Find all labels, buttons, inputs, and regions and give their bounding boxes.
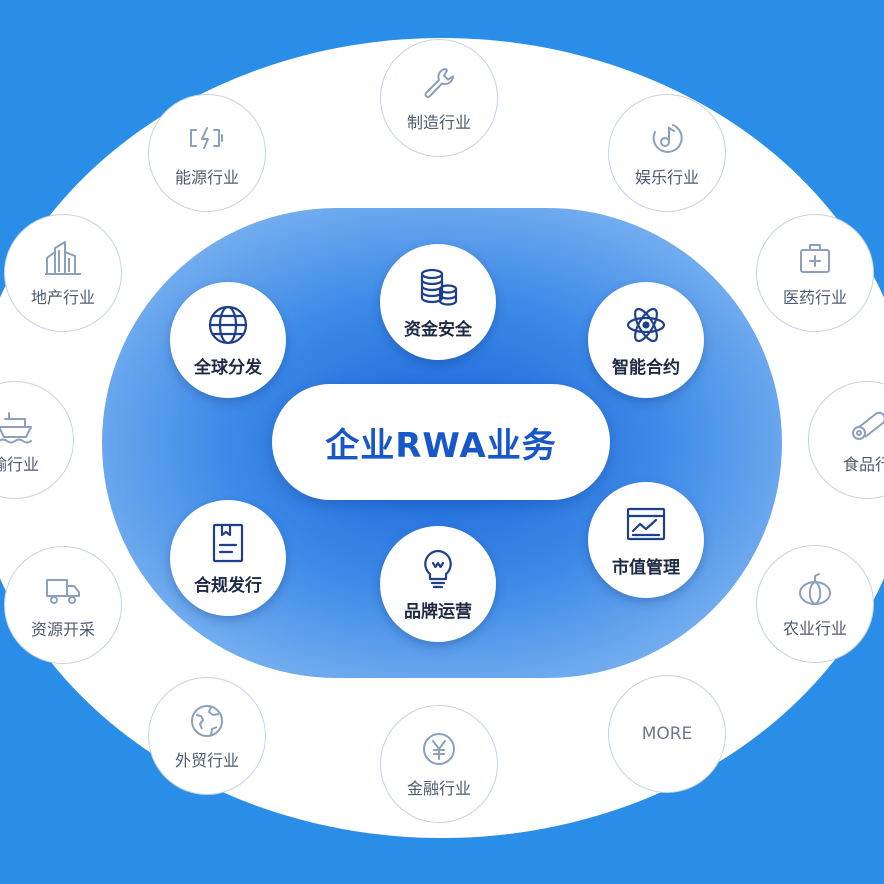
industry-finance[interactable]: 金融行业 bbox=[380, 705, 498, 823]
industry-food[interactable]: 食品行 bbox=[808, 381, 884, 499]
industry-label: 制造行业 bbox=[406, 113, 471, 132]
chart-window-icon bbox=[626, 507, 666, 540]
center-pill: 企业RWA业务 bbox=[272, 384, 610, 500]
service-label: 全球分发 bbox=[194, 357, 262, 378]
service-global-distribution[interactable]: 全球分发 bbox=[170, 282, 286, 398]
industry-label: 外贸行业 bbox=[174, 751, 239, 770]
music-icon bbox=[652, 124, 683, 153]
service-label: 品牌运营 bbox=[404, 601, 472, 622]
globe-icon bbox=[208, 305, 248, 344]
industry-label: 输行业 bbox=[0, 455, 39, 474]
industry-label: 农业行业 bbox=[782, 619, 847, 638]
truck-icon bbox=[46, 579, 80, 604]
food-roll-icon bbox=[852, 411, 884, 440]
document-icon bbox=[212, 523, 244, 562]
yen-coin-icon bbox=[423, 733, 455, 765]
industry-label: 医药行业 bbox=[782, 288, 847, 307]
industry-foreign-trade[interactable]: 外贸行业 bbox=[148, 677, 266, 795]
service-label: 合规发行 bbox=[194, 575, 262, 596]
service-label: 智能合约 bbox=[612, 357, 680, 378]
industry-real-estate[interactable]: 地产行业 bbox=[4, 214, 122, 332]
more-label: MORE bbox=[641, 724, 693, 744]
service-label: 市值管理 bbox=[612, 557, 680, 578]
industry-label: 娱乐行业 bbox=[634, 168, 699, 187]
industry-entertainment[interactable]: 娱乐行业 bbox=[608, 94, 726, 212]
industry-energy[interactable]: 能源行业 bbox=[148, 94, 266, 212]
service-compliance-issuance[interactable]: 合规发行 bbox=[170, 500, 286, 616]
industry-manufacturing[interactable]: 制造行业 bbox=[380, 39, 498, 157]
medical-kit-icon bbox=[800, 244, 830, 273]
industry-label: 食品行 bbox=[842, 455, 884, 474]
service-brand-operation[interactable]: 品牌运营 bbox=[380, 526, 496, 642]
industry-label: 地产行业 bbox=[30, 288, 95, 307]
industry-label: 资源开采 bbox=[30, 620, 95, 639]
service-fund-security[interactable]: 资金安全 bbox=[380, 244, 496, 360]
service-market-value[interactable]: 市值管理 bbox=[588, 482, 704, 598]
industry-mining[interactable]: 资源开采 bbox=[4, 546, 122, 664]
atom-icon bbox=[626, 307, 666, 342]
buildings-icon bbox=[45, 241, 81, 275]
pumpkin-icon bbox=[799, 573, 831, 606]
coin-stack-icon bbox=[420, 268, 458, 306]
industry-label: 能源行业 bbox=[174, 168, 239, 187]
center-title: 企业RWA业务 bbox=[325, 425, 557, 466]
wrench-icon bbox=[424, 68, 454, 98]
service-label: 资金安全 bbox=[404, 319, 472, 340]
industry-label: 金融行业 bbox=[406, 779, 471, 798]
ship-icon bbox=[0, 412, 32, 444]
industry-medicine[interactable]: 医药行业 bbox=[756, 214, 874, 332]
service-smart-contract[interactable]: 智能合约 bbox=[588, 282, 704, 398]
earth-icon bbox=[191, 705, 223, 737]
industry-more[interactable]: MORE bbox=[608, 675, 726, 793]
lightbulb-icon bbox=[424, 549, 452, 588]
industry-agriculture[interactable]: 农业行业 bbox=[756, 545, 874, 663]
battery-icon bbox=[190, 127, 223, 149]
